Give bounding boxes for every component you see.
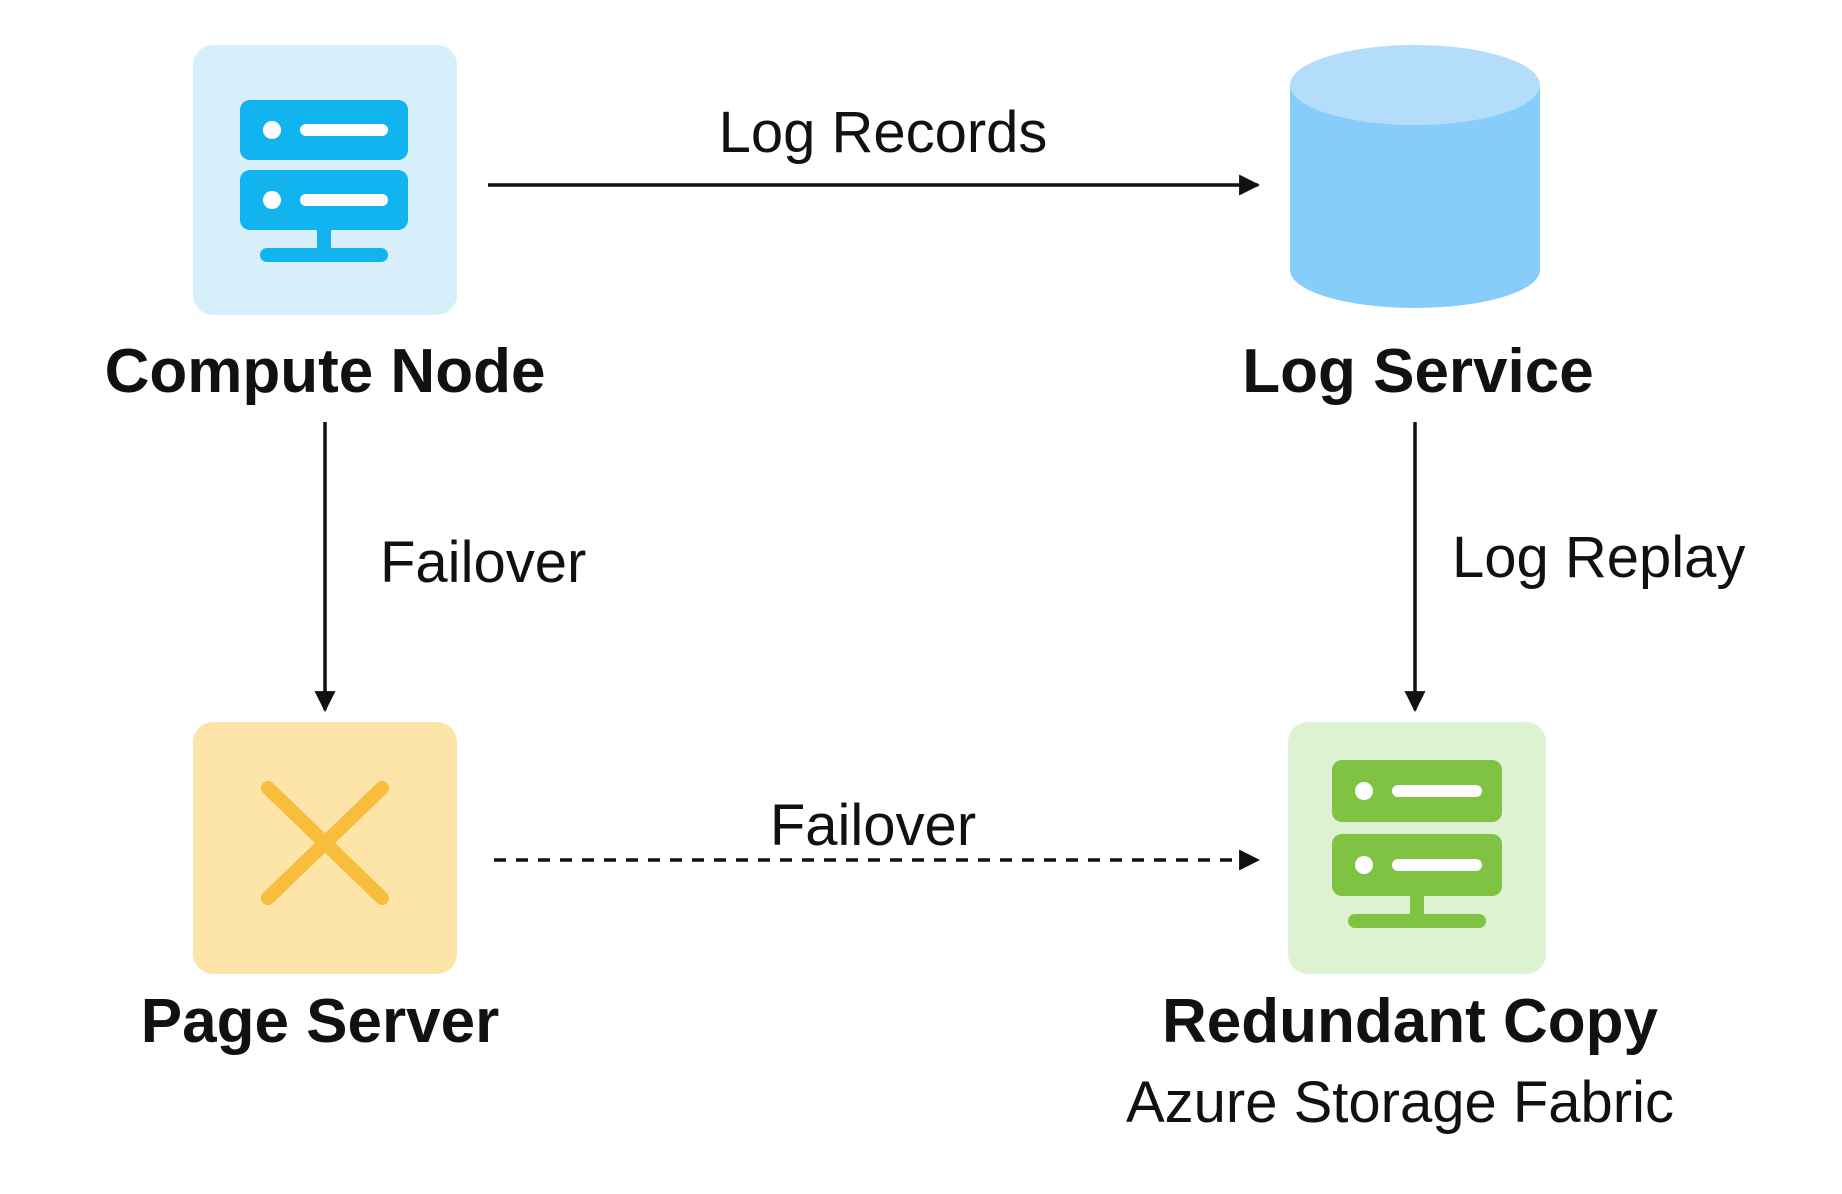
cylinder-body [1290, 85, 1540, 308]
edge-label-failover-vertical: Failover [380, 530, 586, 595]
edge-log-replay: Log Replay [1404, 422, 1745, 713]
server-icon [1332, 760, 1502, 928]
x-mark-icon [261, 781, 389, 905]
log-service-label: Log Service [1242, 337, 1593, 406]
redundant-copy-label: Redundant Copy [1162, 987, 1658, 1056]
edge-label-failover-horizontal: Failover [770, 793, 976, 858]
server-icon [240, 100, 408, 262]
edge-log-records: Log Records [488, 100, 1261, 196]
database-cylinder-icon [1290, 45, 1540, 308]
compute-node-label: Compute Node [105, 337, 546, 406]
page-server-label: Page Server [141, 987, 499, 1056]
redundant-copy-node[interactable]: Redundant Copy Azure Storage Fabric [1126, 722, 1674, 1135]
edge-label-log-replay: Log Replay [1452, 525, 1745, 590]
edge-failover-horizontal: Failover [494, 793, 1261, 871]
compute-node[interactable]: Compute Node [105, 45, 546, 406]
edge-failover-vertical: Failover [314, 422, 586, 713]
page-server-node[interactable]: Page Server [141, 722, 499, 1056]
cylinder-top [1290, 45, 1540, 125]
log-service-node[interactable]: Log Service [1242, 45, 1594, 406]
redundant-copy-sublabel: Azure Storage Fabric [1126, 1070, 1674, 1135]
edge-label-log-records: Log Records [719, 100, 1048, 165]
